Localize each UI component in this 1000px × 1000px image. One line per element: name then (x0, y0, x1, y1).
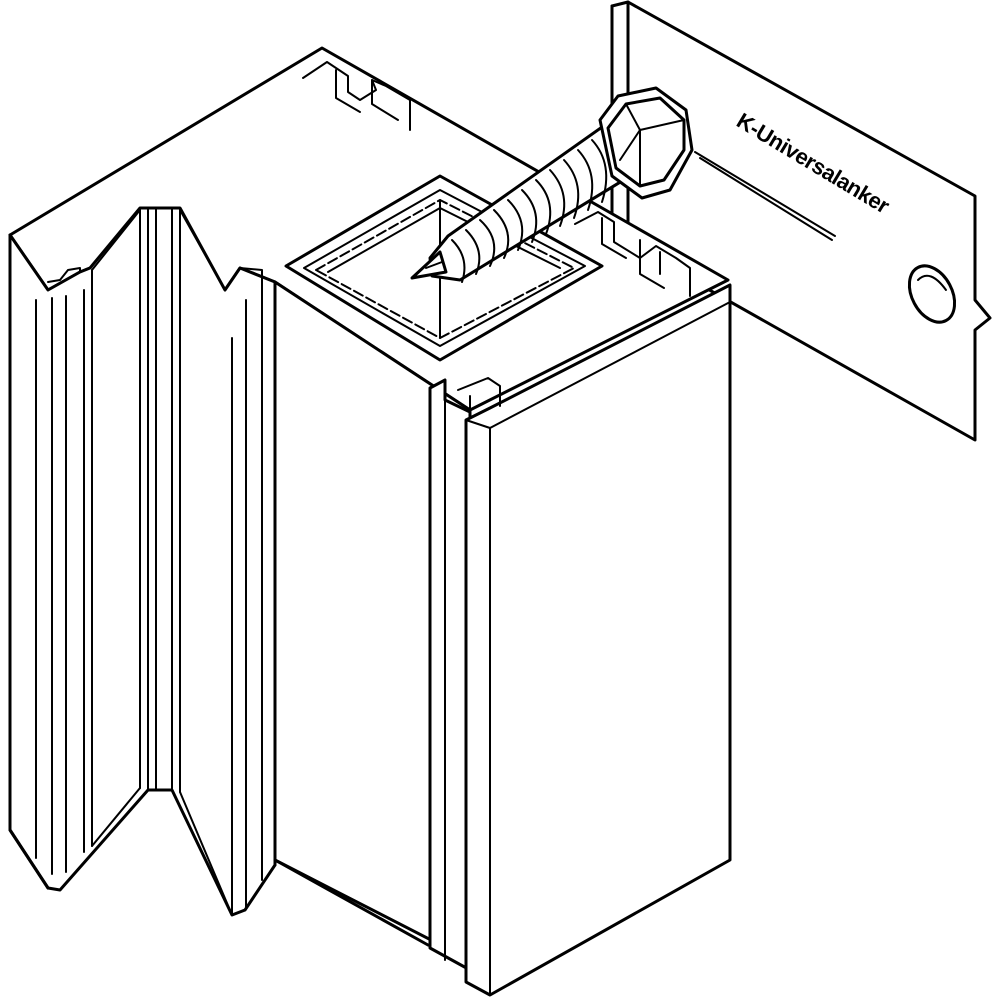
hex-nut (598, 86, 694, 200)
profile-left-side (8, 206, 277, 917)
plate-hole (907, 264, 957, 324)
profile-right-face (428, 283, 732, 997)
anchor-plate: K-Universalanker (610, 0, 992, 442)
